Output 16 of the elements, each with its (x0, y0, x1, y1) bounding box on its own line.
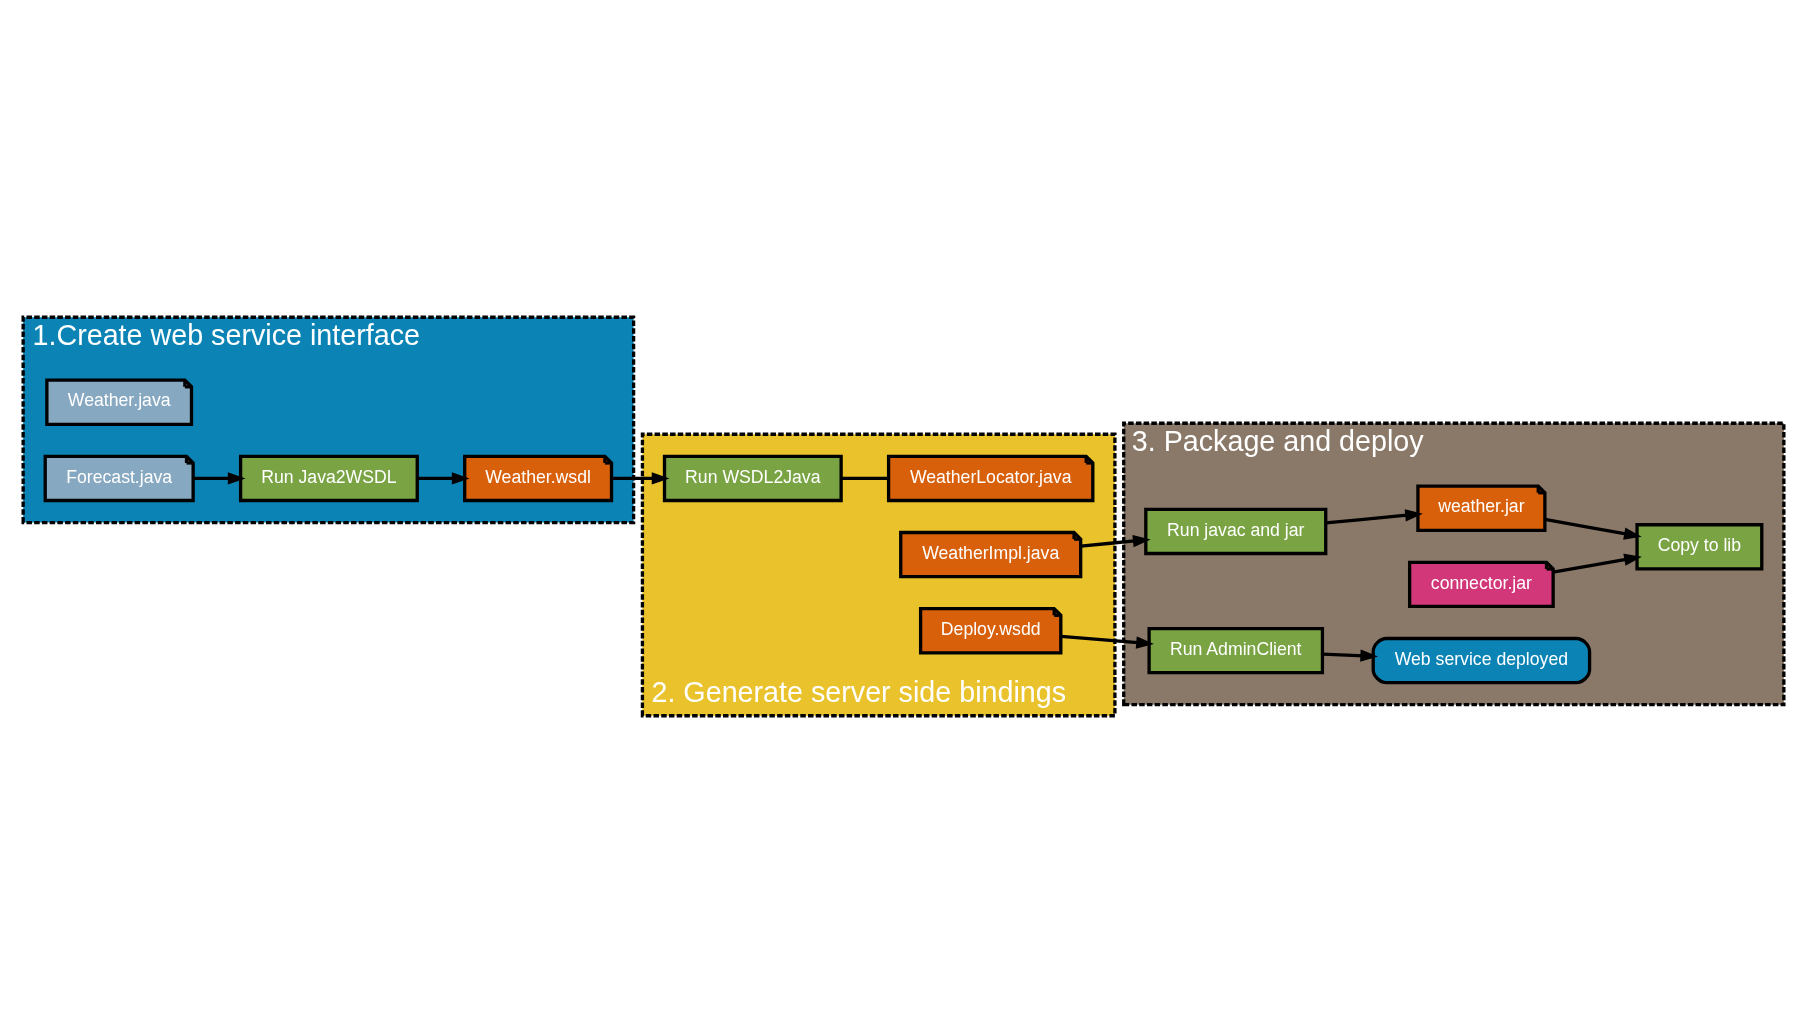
arrow (611, 471, 669, 485)
arrow (1325, 508, 1423, 525)
node-box: Copy to lib (1634, 522, 1763, 571)
node-box: Run Java2WSDL (238, 454, 419, 502)
connector (840, 476, 888, 480)
arrow (1322, 648, 1378, 662)
node-box: Run WSDL2Java (662, 454, 843, 502)
node-box: Run AdminClient (1146, 626, 1324, 674)
node-box: Run javac and jar (1143, 507, 1327, 555)
arrow (417, 471, 470, 485)
arrow (1552, 553, 1642, 574)
node-box: Web service deployed (1371, 636, 1591, 684)
arrow (1080, 534, 1151, 548)
arrow (1060, 634, 1154, 649)
arrow (192, 471, 245, 485)
arrow (1544, 517, 1642, 540)
